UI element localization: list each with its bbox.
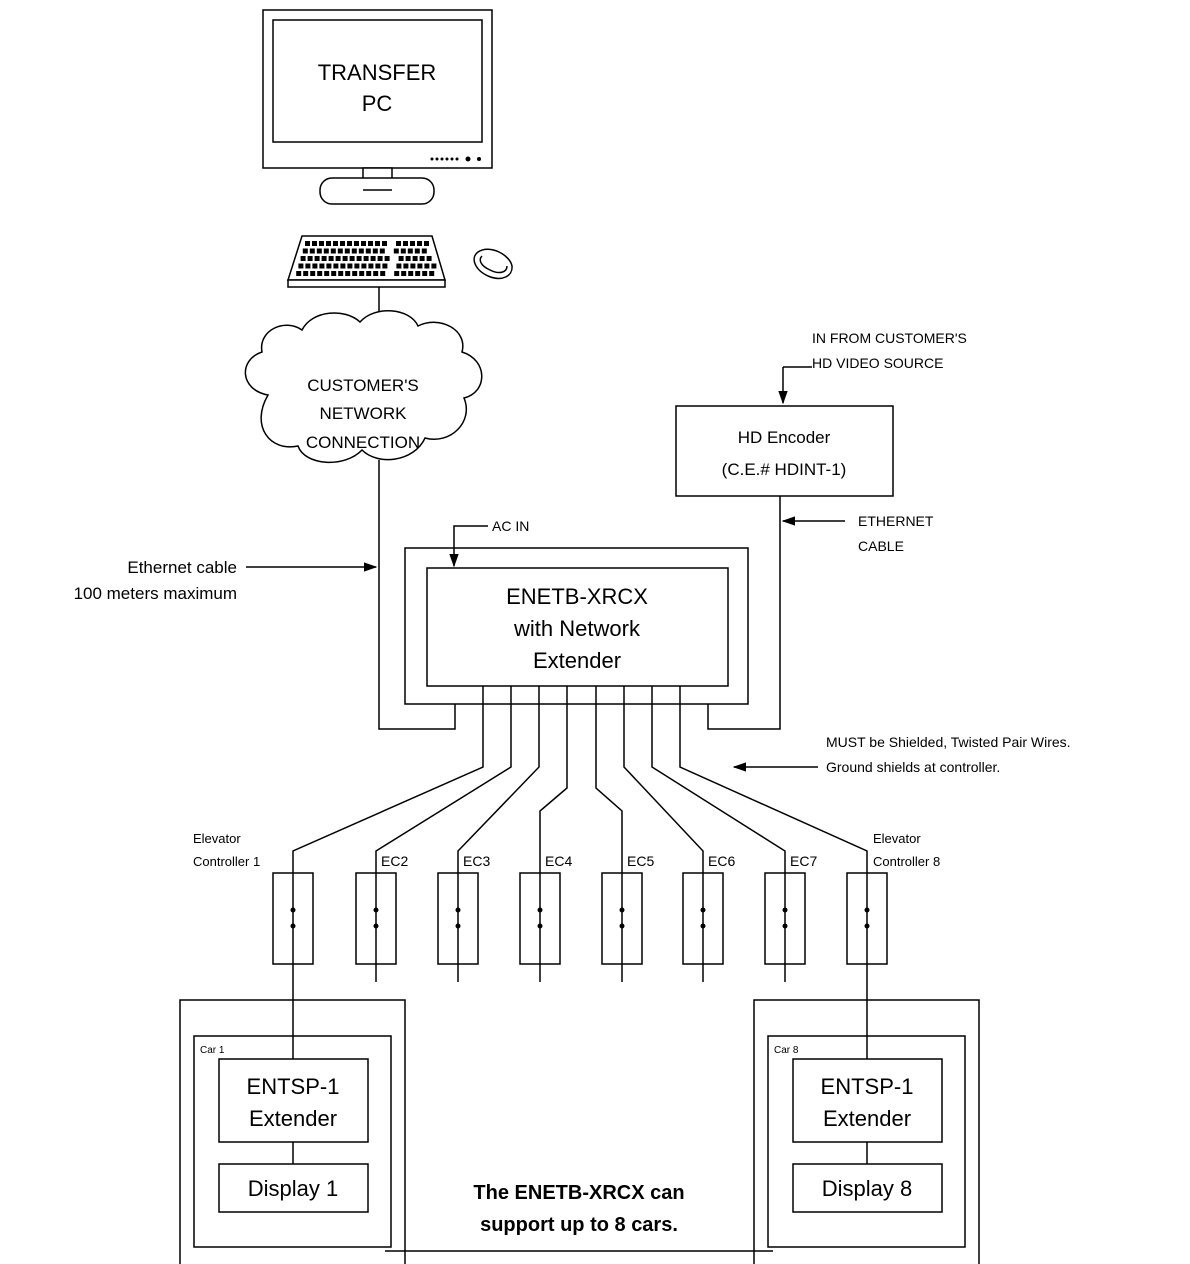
mouse-icon: [473, 248, 513, 280]
controller-ec8: [846, 872, 888, 965]
pc-title-line1: TRANSFER: [318, 60, 437, 85]
footer-line2: support up to 8 cars.: [480, 1214, 678, 1236]
ethernet-right-line2: CABLE: [858, 538, 904, 554]
ec8-label-line1: Elevator: [873, 831, 921, 846]
car8-ext-line1: ENTSP-1: [821, 1074, 914, 1099]
pc-title-line2: PC: [362, 91, 393, 116]
car1-ext-line2: Extender: [249, 1106, 337, 1131]
network-cloud-icon: [244, 309, 483, 463]
car1-display: Display 1: [248, 1176, 338, 1201]
ec5-label: EC5: [627, 853, 654, 869]
video-source-line2: HD VIDEO SOURCE: [812, 355, 943, 371]
ethernet-right-line1: ETHERNET: [858, 513, 934, 529]
car8-ext-line2: Extender: [823, 1106, 911, 1131]
ec3-label: EC3: [463, 853, 490, 869]
video-source-line1: IN FROM CUSTOMER'S: [812, 330, 967, 346]
wire-note-line1: MUST be Shielded, Twisted Pair Wires.: [826, 734, 1071, 750]
ec1-label-line1: Elevator: [193, 831, 241, 846]
car1-label: Car 1: [200, 1045, 225, 1056]
controller-ec4: [519, 872, 561, 982]
hd-encoder-box: [675, 405, 894, 497]
cloud-line3: CONNECTION: [306, 433, 420, 452]
car8-display: Display 8: [822, 1176, 912, 1201]
ethernet-left-line1: Ethernet cable: [127, 558, 237, 577]
controller-ec1: [272, 872, 314, 965]
controller-ec2: [355, 872, 397, 982]
main-unit-line1: ENETB-XRCX: [506, 584, 648, 609]
controller-ec7: [764, 872, 806, 982]
ec8-label-line2: Controller 8: [873, 854, 940, 869]
cloud-line1: CUSTOMER'S: [307, 376, 419, 395]
ac-in-label: AC IN: [492, 518, 529, 534]
wire-note-line2: Ground shields at controller.: [826, 759, 1000, 775]
monitor-icon: [262, 9, 493, 205]
controller-ec6: [682, 872, 724, 982]
ethernet-cable-left: [378, 460, 456, 730]
controller-ec3: [437, 872, 479, 982]
ec7-label: EC7: [790, 853, 817, 869]
twisted-pair-wires: [292, 686, 868, 873]
ethernet-left-line2: 100 meters maximum: [74, 584, 237, 603]
car1-ext-line1: ENTSP-1: [247, 1074, 340, 1099]
ec6-label: EC6: [708, 853, 735, 869]
car8-label: Car 8: [774, 1045, 799, 1056]
ethernet-cable-right: [707, 496, 781, 730]
cloud-line2: NETWORK: [320, 404, 408, 423]
ec4-label: EC4: [545, 853, 572, 869]
main-unit-box: [426, 567, 729, 687]
controller-ec5: [601, 872, 643, 982]
encoder-line2: (C.E.# HDINT-1): [722, 460, 847, 479]
ec2-label: EC2: [381, 853, 408, 869]
main-unit-line3: Extender: [533, 648, 621, 673]
encoder-line1: HD Encoder: [738, 428, 831, 447]
keyboard-icon: [286, 235, 447, 288]
main-unit-line2: with Network: [513, 616, 641, 641]
car8-display-box: [792, 1163, 943, 1213]
car8-extender-box: [792, 1058, 943, 1143]
ec1-label-line2: Controller 1: [193, 854, 260, 869]
footer-line1: The ENETB-XRCX can: [473, 1182, 684, 1204]
car1-display-box: [218, 1163, 369, 1213]
